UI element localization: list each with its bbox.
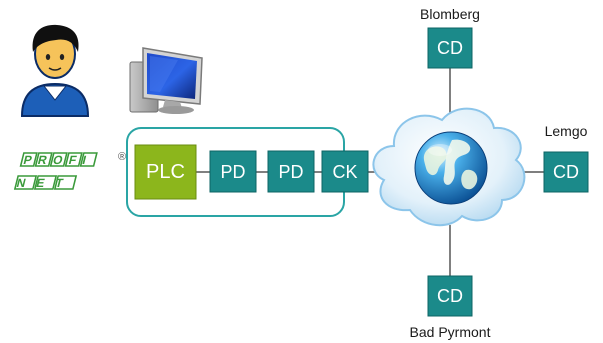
profinet-logo: PROFI NET <box>13 152 98 190</box>
ck-node: CK <box>321 150 369 193</box>
cd-node-badpyrmont: CD <box>427 275 473 317</box>
svg-text:NET: NET <box>15 176 75 190</box>
cd-label-blomberg: CD <box>437 38 463 58</box>
cd-label-lemgo: CD <box>553 162 579 182</box>
registered-mark: ® <box>118 151 126 163</box>
plc-label: PLC <box>146 161 185 183</box>
cd-node-blomberg: CD <box>427 27 473 69</box>
computer-icon <box>129 47 203 114</box>
cd-node-lemgo: CD <box>543 151 589 193</box>
pd-node-2: PD <box>267 150 315 193</box>
logo-row-profi: PROFI <box>19 152 98 167</box>
site-label-lemgo: Lemgo <box>545 123 588 139</box>
site-label-blomberg: Blomberg <box>420 6 480 22</box>
cd-label-badpyrmont: CD <box>437 286 463 306</box>
site-label-badpyrmont: Bad Pyrmont <box>410 324 491 340</box>
user-icon <box>20 24 90 117</box>
pd-node-1: PD <box>209 150 257 193</box>
logo-row-net: NET <box>13 175 78 190</box>
svg-text:PROFI: PROFI <box>22 153 94 167</box>
plc-node: PLC <box>134 144 197 200</box>
pd1-label: PD <box>220 162 245 182</box>
ck-label: CK <box>332 162 357 182</box>
pd2-label: PD <box>278 162 303 182</box>
globe-icon <box>414 131 488 205</box>
